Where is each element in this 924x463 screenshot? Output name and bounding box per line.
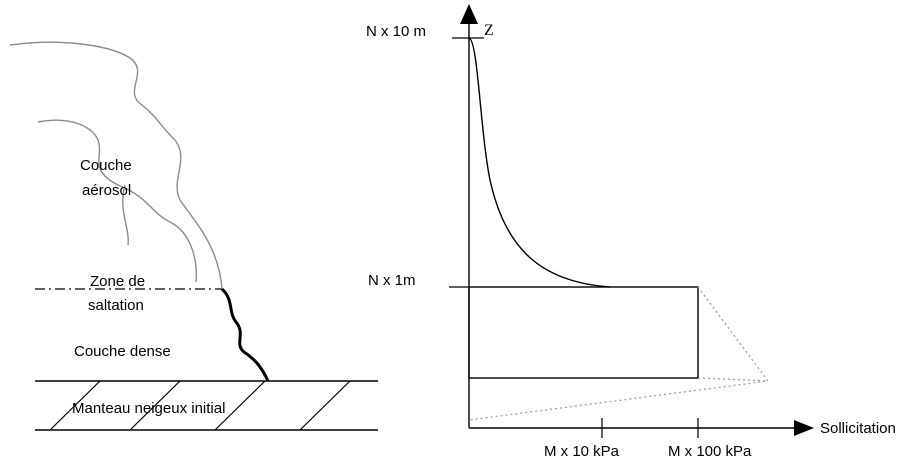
dense-stress-rectangle bbox=[468, 286, 699, 379]
y-tick-top-label: N x 10 m bbox=[366, 23, 426, 40]
saltation-label-line2: saltation bbox=[88, 297, 144, 314]
hatch-2 bbox=[129, 380, 181, 431]
aerosol-label-line1: Couche bbox=[80, 157, 132, 174]
y-tick-mid-label: N x 1m bbox=[368, 272, 416, 289]
snowpack-label: Manteau neigeux initial bbox=[72, 400, 225, 417]
x-tick-2-label: M x 100 kPa bbox=[668, 443, 752, 460]
projection-dotted-line bbox=[468, 286, 770, 421]
y-axis-arrowhead bbox=[460, 4, 478, 24]
dense-layer-label: Couche dense bbox=[74, 343, 171, 360]
dense-front-line bbox=[220, 287, 270, 382]
y-axis-label: Z bbox=[484, 22, 494, 39]
saltation-label-line1: Zone de bbox=[90, 273, 145, 290]
x-axis-label: Sollicitation bbox=[820, 420, 896, 437]
aerosol-cloud-outer bbox=[9, 41, 223, 289]
aerosol-cloud-inner bbox=[37, 119, 197, 283]
x-axis-arrowhead bbox=[794, 420, 814, 436]
projection-dotted-line-2 bbox=[697, 377, 769, 382]
hatch-1 bbox=[49, 380, 101, 431]
hatch-4 bbox=[299, 380, 351, 431]
x-tick-1-label: M x 10 kPa bbox=[544, 443, 620, 460]
aerosol-label-line2: aérosol bbox=[82, 182, 131, 199]
hatch-3 bbox=[214, 380, 266, 431]
aerosol-cloud-tail bbox=[122, 184, 129, 246]
avalanche-sketch: Couche aérosol Zone de saltation Couche … bbox=[9, 41, 378, 431]
aerosol-stress-curve bbox=[468, 37, 611, 288]
stress-profile-plot: N x 10 m Z N x 1m Sollicitation M x 10 k… bbox=[366, 4, 896, 460]
